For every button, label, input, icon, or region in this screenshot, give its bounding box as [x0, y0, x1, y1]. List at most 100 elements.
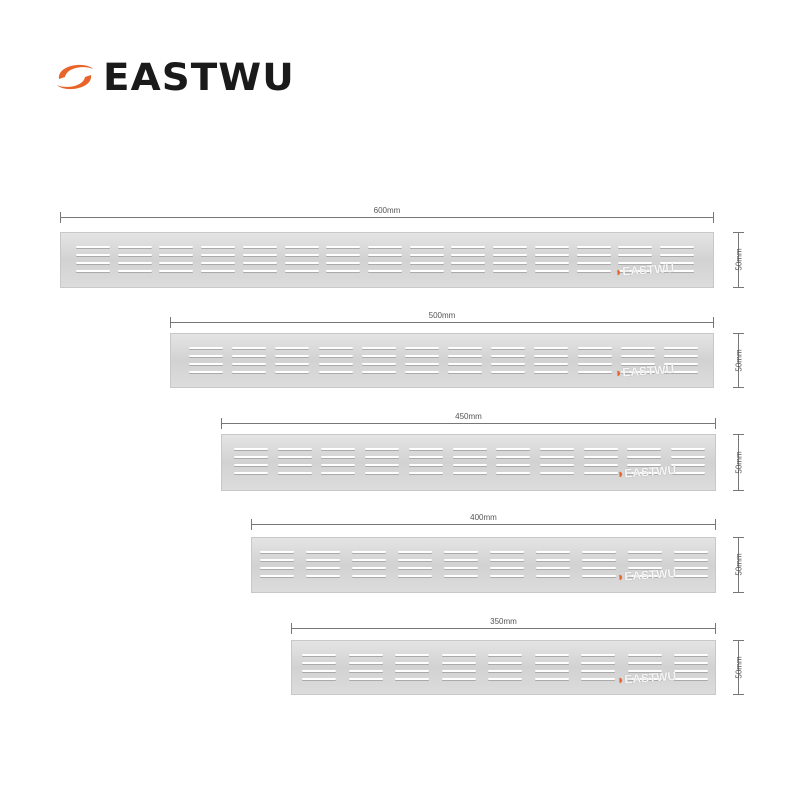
vent-slot [318, 354, 353, 358]
vent-slot [491, 362, 526, 366]
vent-slot [408, 455, 443, 459]
vent-slot [408, 471, 443, 475]
vent-slot [496, 455, 531, 459]
vent-slot [451, 246, 486, 249]
vent-slot [365, 455, 400, 459]
vent-slot [159, 261, 194, 265]
vent-slot [232, 354, 267, 358]
vent-slot [365, 463, 400, 467]
vent-slot [76, 269, 110, 273]
vent-slot [302, 654, 336, 657]
slot-group [201, 246, 236, 278]
vent-slot [326, 261, 361, 265]
vent-slot [201, 269, 236, 273]
height-dimension-line [733, 640, 744, 695]
vent-slot [117, 269, 152, 273]
vent-slot [275, 354, 310, 358]
slot-group [618, 246, 653, 278]
vent-slot [581, 677, 615, 681]
slot-group [583, 448, 618, 480]
vent-slot [490, 551, 524, 554]
vent-slot [326, 253, 361, 257]
vent-slot [117, 253, 152, 257]
vent-slot [488, 669, 522, 673]
vent-slot [582, 558, 616, 562]
vent-slot [448, 354, 483, 358]
vent-slot [368, 253, 402, 257]
vent-slot [576, 269, 611, 273]
vent-slot [448, 362, 483, 366]
vent-slot [451, 269, 486, 273]
vent-slot [534, 654, 569, 657]
vent-slot [451, 261, 486, 265]
slot-group [444, 551, 478, 583]
slot-group [490, 551, 524, 583]
vent-slot [189, 370, 223, 374]
vent-slot [490, 566, 524, 570]
slot-group [451, 246, 486, 278]
height-dimension-line [733, 434, 744, 491]
vent-slot [302, 677, 336, 681]
vent-slot [491, 347, 526, 350]
vent-slot [582, 574, 616, 578]
slot-group [260, 551, 294, 583]
vent-slot [242, 261, 277, 265]
slot-group [365, 448, 400, 480]
height-label: 50mm [734, 655, 744, 679]
vent-slot [491, 370, 526, 374]
vent-slot [674, 566, 708, 570]
slot-group [534, 347, 569, 379]
vent-slot [496, 463, 531, 467]
vent-slot [321, 455, 356, 459]
vent-slot [260, 574, 294, 578]
vent-slot [277, 448, 312, 451]
vent-slot [618, 246, 653, 249]
vent-slot [452, 471, 487, 475]
slot-group [189, 347, 223, 379]
vent-slot [620, 354, 655, 358]
vent-slot [490, 558, 524, 562]
slot-group [284, 246, 319, 278]
slot-group [536, 551, 570, 583]
vent-slot [117, 246, 152, 249]
vent-slot [496, 471, 531, 475]
vent-grille-350mm: ◗EASTWU [291, 640, 716, 695]
vent-slot [234, 455, 268, 459]
vent-slot [234, 463, 268, 467]
vent-slot [581, 669, 615, 673]
vent-slot [627, 661, 662, 665]
slot-group [448, 347, 483, 379]
vent-slot [534, 669, 569, 673]
vent-slot [361, 362, 396, 366]
vent-slot [444, 558, 478, 562]
vent-slot [348, 661, 383, 665]
vent-slot [534, 354, 569, 358]
vent-slot [628, 566, 662, 570]
vent-slot [534, 661, 569, 665]
vent-slot [627, 471, 662, 475]
vent-slot [409, 246, 444, 249]
vent-slot [582, 566, 616, 570]
vent-slot [76, 261, 110, 265]
slot-group [117, 246, 152, 278]
slot-group [488, 654, 522, 686]
vent-slot [318, 362, 353, 366]
vent-slot [441, 654, 476, 657]
vent-slot [577, 354, 612, 358]
vent-slot [368, 246, 402, 249]
vent-slot [496, 448, 531, 451]
vent-slot [260, 551, 294, 554]
vent-slot [534, 246, 569, 249]
slot-group [534, 654, 569, 686]
vent-slot [352, 558, 386, 562]
vent-slot [398, 574, 432, 578]
vent-slot [576, 261, 611, 265]
height-label: 50mm [734, 348, 744, 372]
vent-slot [76, 253, 110, 257]
vent-slot [491, 354, 526, 358]
slot-group [674, 551, 708, 583]
vent-slot [628, 558, 662, 562]
vent-slot [361, 347, 396, 350]
vent-slot [444, 566, 478, 570]
vent-slot [664, 370, 698, 374]
